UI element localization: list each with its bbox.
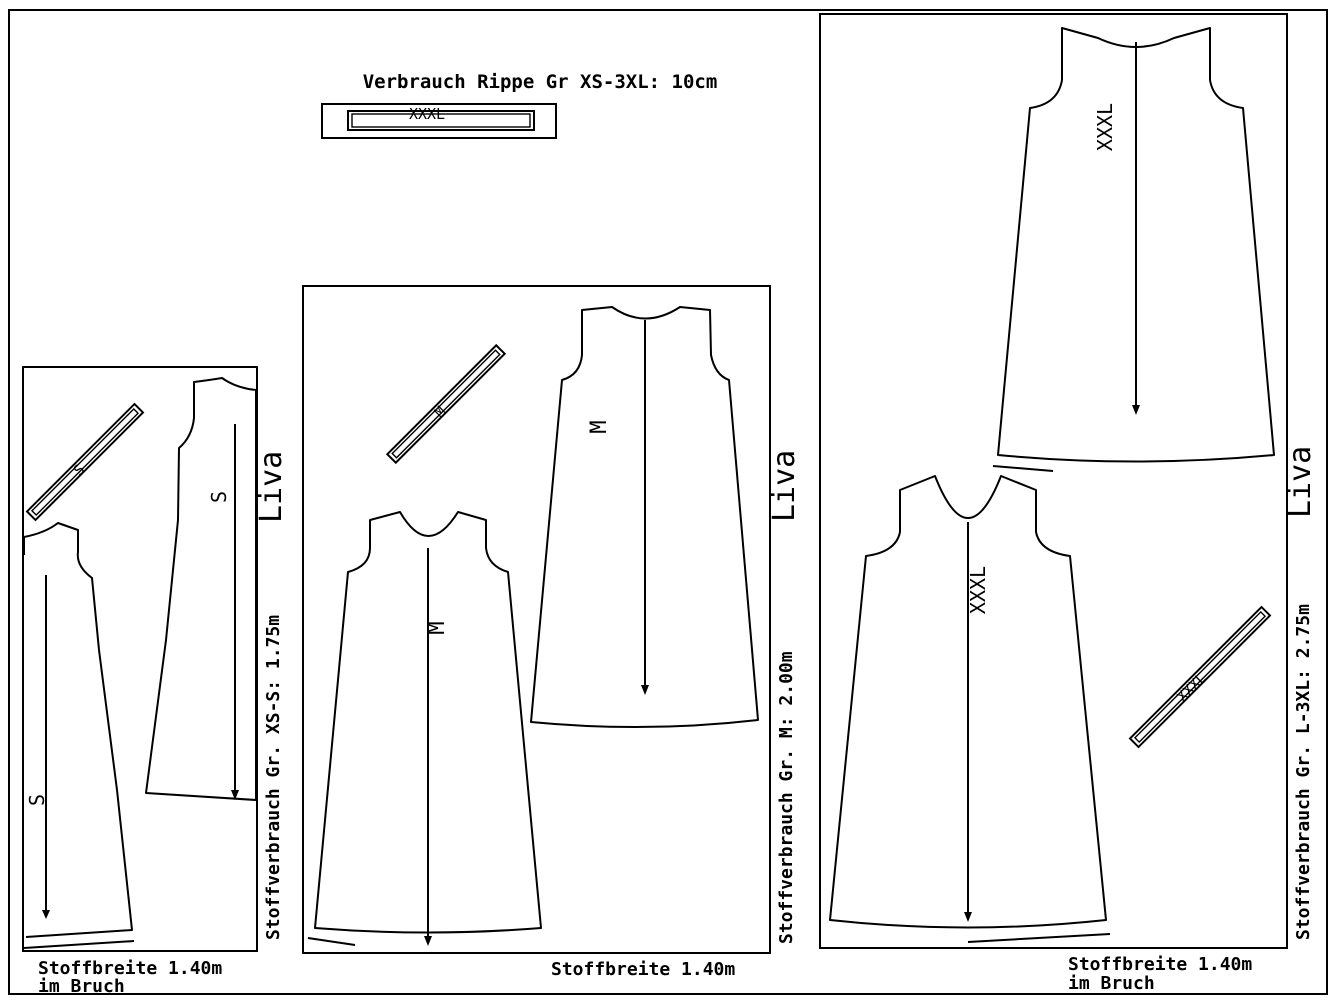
grainline-front-l-3xl-arrow	[964, 912, 972, 922]
fabric-width-l-3xl: Stoffbreite 1.40m	[1068, 954, 1252, 975]
layout-m-frame	[302, 285, 771, 954]
layout-l-3xl: XXXL XXXL XXXL Stoffverbrauch Gr. L-3XL:…	[819, 13, 1318, 994]
fabric-usage-m: Stoffverbrauch Gr. M: 2.00m	[776, 651, 797, 944]
fold-note-xs-s: im Bruch	[38, 976, 125, 997]
size-label-back-m: M	[587, 420, 612, 433]
layout-l-3xl-frame	[819, 13, 1288, 949]
neckband-xs-s: S	[25, 402, 145, 522]
rib-usage-title: Verbrauch Rippe Gr XS-3XL: 10cm	[363, 71, 718, 93]
brand-label-l-3xl: Liva	[1283, 446, 1318, 518]
fabric-width-xs-s: Stoffbreite 1.40m	[38, 958, 222, 979]
brand-label-xs-s: Liva	[254, 451, 289, 523]
rib-size-label: XXXL	[409, 105, 445, 123]
fabric-usage-l-3xl: Stoffverbrauch Gr. L-3XL: 2.75m	[1293, 604, 1314, 940]
fabric-width-m: Stoffbreite 1.40m	[551, 959, 735, 980]
grainline-back-l-3xl-arrow	[1132, 405, 1140, 415]
grainline-back-m-arrow	[641, 685, 649, 695]
fold-note-l-3xl: im Bruch	[1068, 973, 1155, 994]
size-label-front-xs-s: S	[25, 794, 49, 806]
grainline-front-m-arrow	[424, 936, 432, 946]
rib-band-outer	[347, 110, 535, 131]
band-label-l-3xl: XXXL	[1175, 670, 1210, 705]
pattern-piece-back-m	[530, 306, 759, 729]
neckband-m: M	[385, 343, 507, 465]
size-label-back-xs-s: S	[207, 491, 231, 503]
rib-band-inner	[351, 113, 531, 128]
rib-piece: XXXL	[321, 103, 557, 139]
layout-xs-s: S S S Stoffverbrauch Gr. XS-S: 1.75m Liv…	[22, 366, 289, 997]
rib-frame	[321, 103, 557, 139]
pattern-piece-front-m	[314, 511, 542, 934]
neckband-l-3xl: XXXL	[1128, 605, 1272, 749]
layout-m: M M M Stoffverbrauch Gr. M: 2.00m Liva S…	[302, 285, 802, 980]
selvage-mark-m	[307, 937, 356, 946]
size-label-back-l-3xl: XXXL	[1093, 103, 1117, 151]
sheet-border	[8, 9, 1328, 995]
brand-label-m: Liva	[767, 450, 802, 522]
grainline-back-xs-s-arrow	[231, 790, 239, 800]
pattern-piece-back-l-3xl	[997, 27, 1275, 463]
fabric-usage-xs-s: Stoffverbrauch Gr. XS-S: 1.75m	[263, 615, 284, 940]
size-label-front-m: M	[425, 621, 450, 634]
selvage-mark-front-l-3xl	[967, 933, 1111, 943]
selvage-mark-xs-s	[23, 940, 135, 949]
size-label-front-l-3xl: XXXL	[966, 566, 990, 614]
pattern-piece-front-xs-s	[23, 522, 133, 938]
layout-xs-s-frame	[22, 366, 258, 952]
grainline-front-xs-s-arrow	[42, 910, 50, 919]
selvage-mark-back-l-3xl	[992, 465, 1054, 472]
pattern-piece-back-xs-s	[145, 377, 257, 801]
pattern-piece-front-l-3xl	[829, 475, 1107, 929]
